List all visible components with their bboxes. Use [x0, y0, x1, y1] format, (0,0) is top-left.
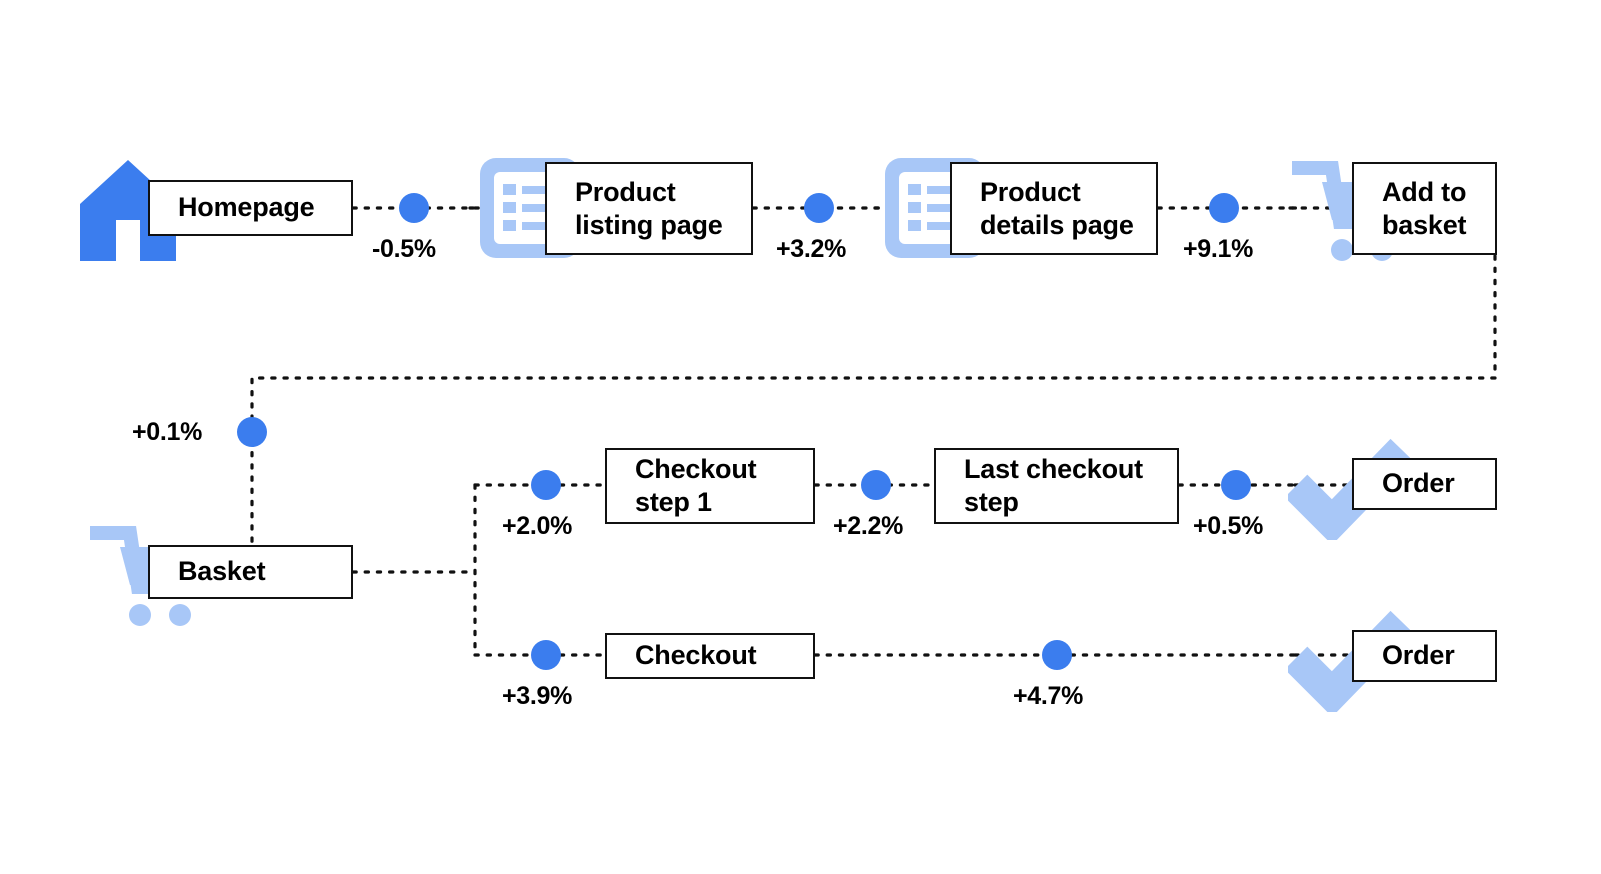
node-label: Last checkout step — [964, 454, 1143, 517]
node-label: Product details page — [980, 176, 1134, 240]
node-checkout[interactable]: Checkout — [605, 633, 815, 679]
node-order-top[interactable]: Order — [1352, 458, 1497, 510]
node-label: Order — [1382, 468, 1455, 499]
node-basket[interactable]: Basket — [148, 545, 353, 599]
node-homepage[interactable]: Homepage — [148, 180, 353, 236]
metric-dot[interactable] — [861, 470, 891, 500]
metric-dot[interactable] — [804, 193, 834, 223]
metric-label-basket-to-checkout2: +3.9% — [502, 682, 573, 710]
node-last-checkout-step[interactable]: Last checkout step — [934, 448, 1179, 524]
metric-label-checkout2-to-order: +4.7% — [1013, 682, 1084, 710]
metric-label-checkout1-to-last: +2.2% — [833, 512, 904, 540]
metric-dot[interactable] — [237, 417, 267, 447]
metric-label-homepage-to-listing: -0.5% — [372, 235, 436, 263]
metric-label-basket-to-checkout1: +2.0% — [502, 512, 573, 540]
node-label: Product listing page — [575, 176, 723, 240]
node-label: Order — [1382, 640, 1455, 671]
node-product-listing-page[interactable]: Product listing page — [545, 162, 753, 255]
metric-label-cart-to-basket: +0.1% — [132, 418, 203, 446]
node-product-details-page[interactable]: Product details page — [950, 162, 1158, 255]
metric-label-details-to-cart: +9.1% — [1183, 235, 1254, 263]
node-add-to-basket[interactable]: Add to basket — [1352, 162, 1497, 255]
node-label: Checkout — [635, 640, 757, 671]
metric-dot[interactable] — [1209, 193, 1239, 223]
metric-dot[interactable] — [1042, 640, 1072, 670]
metric-dot[interactable] — [1221, 470, 1251, 500]
node-checkout-step-1[interactable]: Checkout step 1 — [605, 448, 815, 524]
node-label: Basket — [178, 556, 266, 587]
metric-label-last-to-order: +0.5% — [1193, 512, 1264, 540]
node-label: Add to basket — [1382, 176, 1467, 240]
node-label: Checkout step 1 — [635, 454, 757, 517]
node-label: Homepage — [178, 192, 315, 223]
metric-label-listing-to-details: +3.2% — [776, 235, 847, 263]
metric-dot[interactable] — [399, 193, 429, 223]
metric-dot[interactable] — [531, 640, 561, 670]
node-order-bottom[interactable]: Order — [1352, 630, 1497, 682]
metric-dot[interactable] — [531, 470, 561, 500]
